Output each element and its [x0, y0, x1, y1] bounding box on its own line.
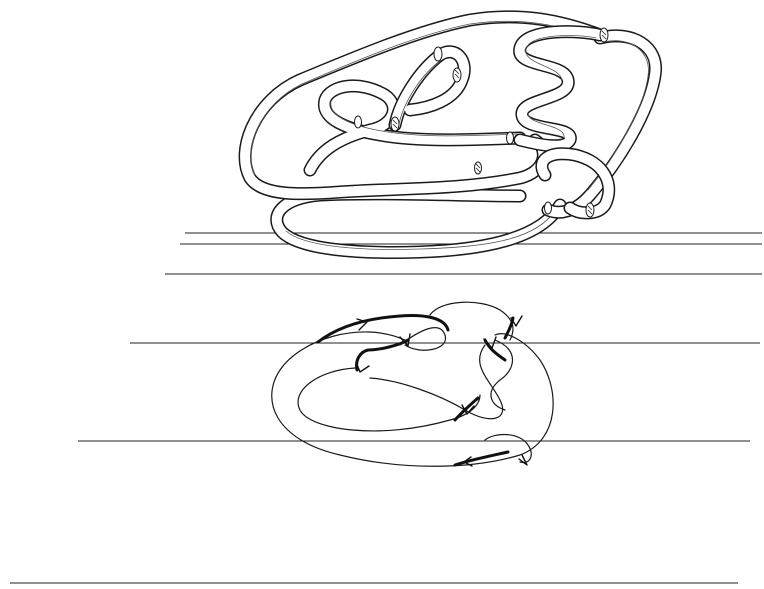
tube-cap-3 [434, 47, 442, 61]
tube-cap-6 [545, 202, 552, 214]
tube-cap-5 [586, 203, 594, 217]
tube-right-loop [548, 36, 656, 212]
tube-cap-7 [507, 132, 514, 144]
tube-cap-8 [475, 162, 482, 174]
reference-lines [10, 233, 762, 583]
tube-twisted-section [520, 32, 600, 146]
strand-upper-left [400, 328, 446, 351]
arrow-head-8 [519, 455, 527, 465]
knot-diagram-thick-arcs [318, 316, 513, 465]
knot-diagram [272, 302, 553, 466]
knot-diagram-arrows [356, 316, 527, 466]
tube-cap-2 [391, 117, 399, 131]
thick-arc-5 [455, 398, 478, 420]
tube-cap-1 [453, 68, 461, 82]
tube-cap-9 [355, 116, 362, 128]
tube-top-loop [395, 52, 464, 125]
tube-knot-illustration [245, 17, 655, 253]
strand-middle [370, 345, 503, 419]
tube-inner-loop [310, 86, 520, 170]
thick-arc-2 [357, 340, 408, 370]
tube-cap-4 [600, 28, 608, 42]
strand-left-inner [298, 368, 480, 431]
